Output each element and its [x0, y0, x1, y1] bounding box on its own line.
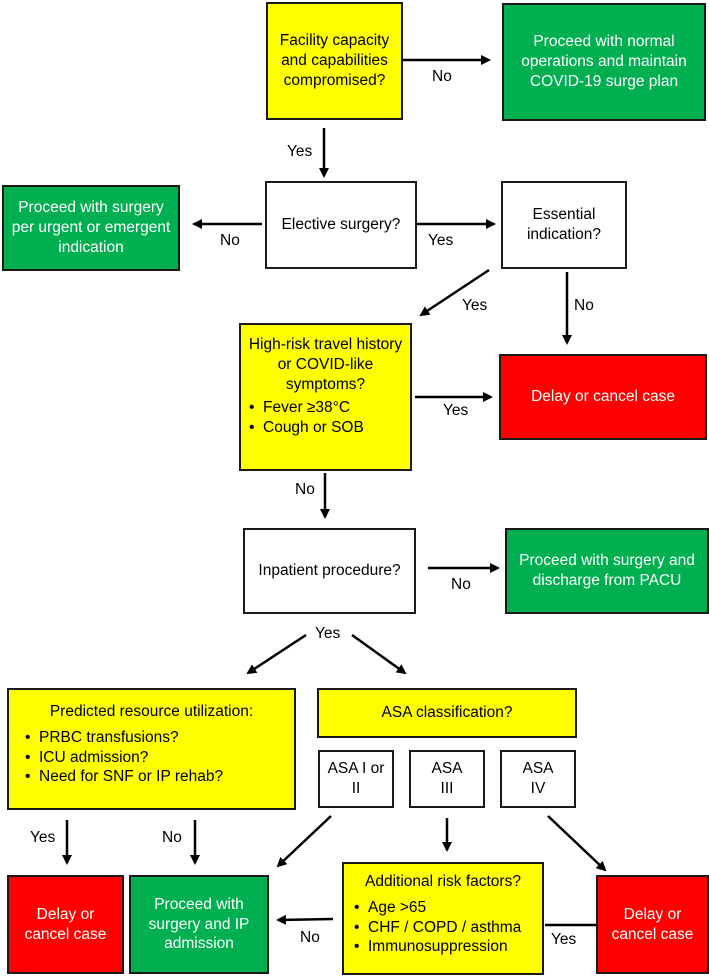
asa-1-2-box: ASA I or II: [318, 750, 394, 808]
delay-cancel-box-3: Delay or cancel case: [596, 875, 709, 974]
label-no-facility: No: [432, 68, 452, 85]
risk-factors-title: Additional risk factors?: [365, 873, 521, 890]
label-no-inpatient: No: [451, 576, 471, 593]
arrow-inpatient-to-asa: [351, 633, 407, 675]
label-yes-resource: Yes: [30, 829, 56, 846]
risk-factors-box: Additional risk factors? Age >65 CHF / C…: [342, 862, 544, 975]
asa-classification-box: ASA classification?: [317, 688, 577, 738]
discharge-pacu-text: Proceed with surgery and discharge from …: [519, 552, 695, 589]
label-yes-facility: Yes: [287, 143, 313, 160]
elective-surgery-text: Elective surgery?: [281, 216, 401, 234]
arrow-asa4-to-delay: [547, 815, 607, 872]
asa-classification-text: ASA classification?: [381, 704, 513, 722]
arrow-asa12-to-admission: [276, 815, 332, 868]
arrow-inpatient-to-resource: [246, 633, 307, 675]
list-item: CHF / COPD / asthma: [354, 918, 521, 938]
asa-3-text: ASA III: [431, 760, 463, 797]
resource-utilization-title: Predicted resource utilization:: [49, 703, 254, 720]
label-no-elective: No: [220, 232, 240, 249]
asa-4-text: ASA IV: [522, 760, 554, 797]
list-item: Cough or SOB: [249, 418, 364, 438]
normal-operations-text: Proceed with normal operations and maint…: [521, 33, 687, 90]
asa-1-2-text: ASA I or II: [327, 760, 385, 797]
normal-operations-box: Proceed with normal operations and maint…: [502, 3, 706, 121]
label-yes-elective: Yes: [428, 232, 454, 249]
arrow-risk-to-admission: [276, 914, 334, 925]
essential-indication-box: Essential indication?: [501, 181, 627, 269]
label-yes-high-risk: Yes: [443, 402, 469, 419]
resource-utilization-box: Predicted resource utilization: PRBC tra…: [7, 688, 296, 810]
delay-cancel-text-3: Delay or cancel case: [611, 905, 694, 943]
inpatient-procedure-text: Inpatient procedure?: [258, 562, 401, 580]
label-yes-essential: Yes: [462, 297, 488, 314]
list-item: ICU admission?: [25, 748, 223, 768]
label-yes-risk: Yes: [551, 931, 577, 948]
list-item: Fever ≥38°C: [249, 398, 364, 418]
discharge-pacu-box: Proceed with surgery and discharge from …: [505, 528, 709, 614]
high-risk-box: High-risk travel history or COVID-like s…: [239, 323, 412, 471]
resource-utilization-list: PRBC transfusions? ICU admission? Need f…: [19, 728, 223, 787]
list-item: Age >65: [354, 898, 521, 918]
facility-compromised-text: Facility capacity and capabilities compr…: [279, 32, 390, 89]
ip-admission-box: Proceed with surgery and IP admission: [129, 875, 269, 974]
arrow-essential-to-highrisk: [419, 268, 490, 317]
asa-3-box: ASA III: [409, 750, 485, 808]
list-item: PRBC transfusions?: [25, 728, 223, 748]
high-risk-title: High-risk travel history or COVID-like s…: [248, 336, 403, 393]
facility-compromised-box: Facility capacity and capabilities compr…: [266, 2, 403, 120]
label-no-risk: No: [300, 929, 320, 946]
urgent-surgery-box: Proceed with surgery per urgent or emerg…: [2, 185, 180, 271]
label-yes-inpatient: Yes: [315, 625, 341, 642]
delay-cancel-box-2: Delay or cancel case: [7, 875, 124, 974]
risk-factors-list: Age >65 CHF / COPD / asthma Immunosuppre…: [352, 898, 521, 957]
delay-cancel-text-1: Delay or cancel case: [531, 388, 675, 406]
label-no-essential: No: [574, 297, 594, 314]
delay-cancel-box-1: Delay or cancel case: [499, 354, 707, 440]
ip-admission-text: Proceed with surgery and IP admission: [148, 895, 250, 953]
label-no-high-risk: No: [295, 481, 315, 498]
list-item: Immunosuppression: [354, 937, 521, 957]
list-item: Need for SNF or IP rehab?: [25, 767, 223, 787]
high-risk-list: Fever ≥38°C Cough or SOB: [247, 398, 364, 438]
asa-4-box: ASA IV: [500, 750, 576, 808]
inpatient-procedure-box: Inpatient procedure?: [243, 528, 416, 614]
urgent-surgery-text: Proceed with surgery per urgent or emerg…: [11, 199, 171, 256]
essential-indication-text: Essential indication?: [526, 206, 602, 243]
label-no-resource: No: [162, 829, 182, 846]
delay-cancel-text-2: Delay or cancel case: [24, 905, 107, 943]
elective-surgery-box: Elective surgery?: [265, 181, 417, 269]
